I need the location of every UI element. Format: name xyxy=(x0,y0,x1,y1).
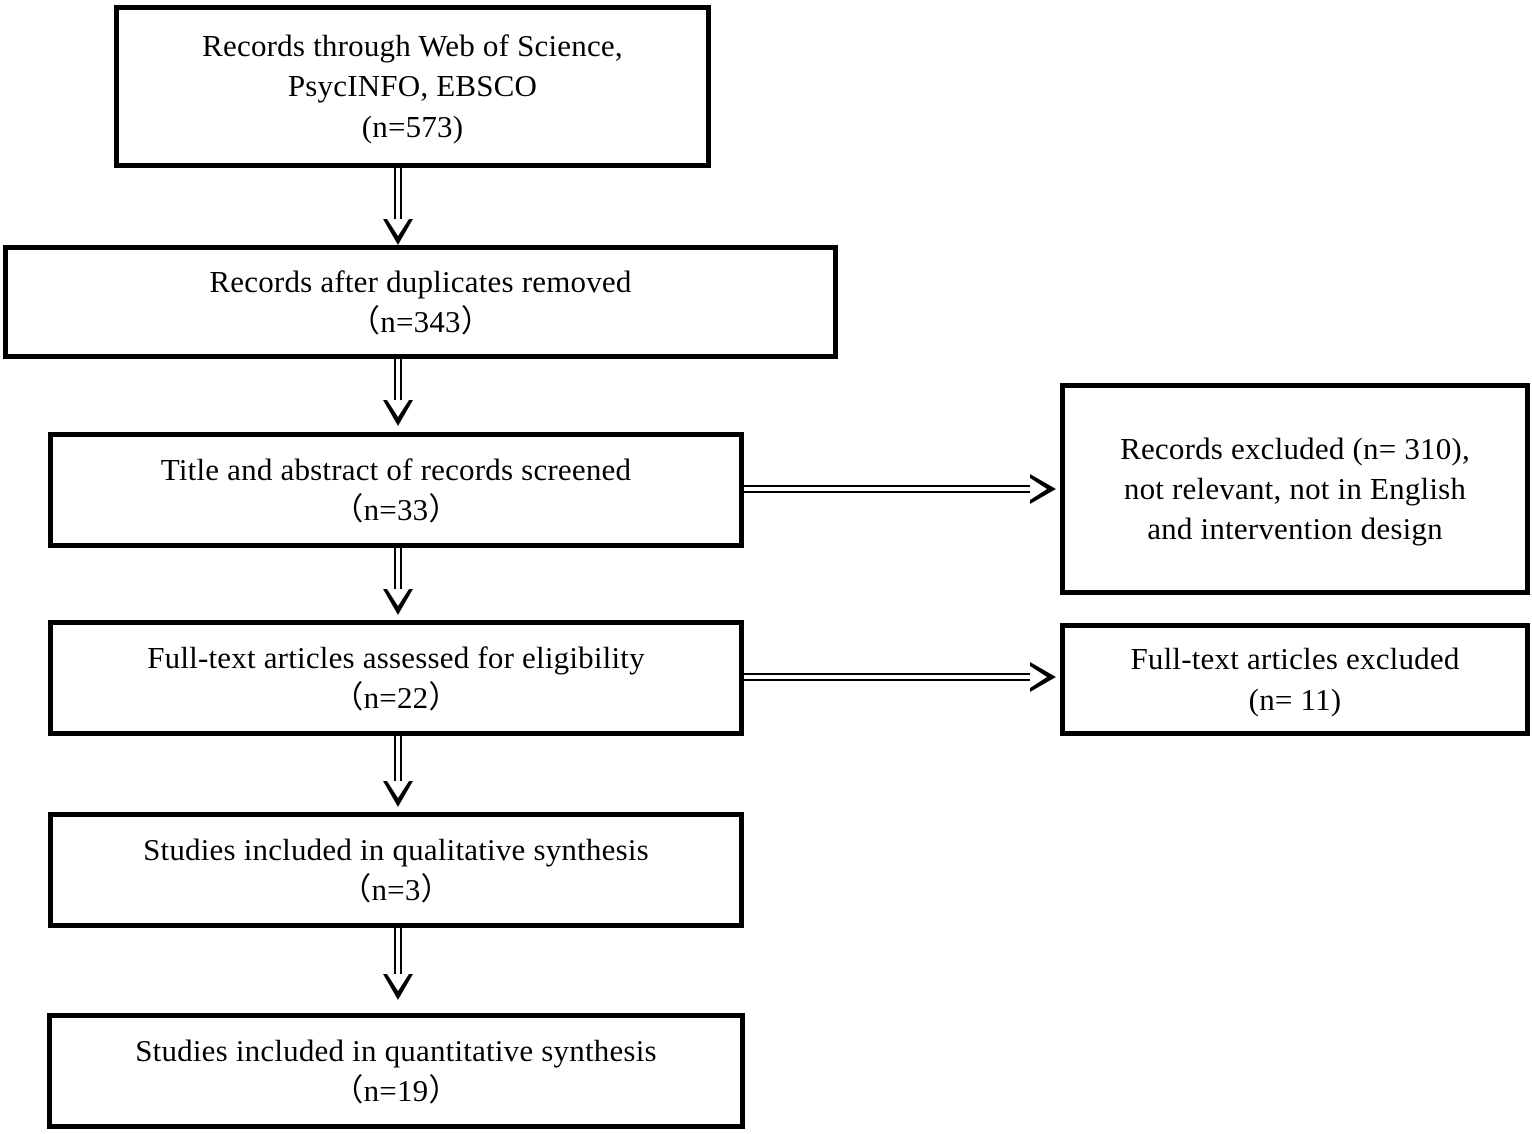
node-fulltext-excluded-label: Full-text articles excluded (n= 11) xyxy=(1130,641,1460,717)
node-records-identified-label: Records through Web of Science, PsycINFO… xyxy=(202,28,623,144)
node-records-excluded-label: Records excluded (n= 310), not relevant,… xyxy=(1120,430,1470,547)
edge-fulltext-to-excluded-arrowhead xyxy=(1030,662,1056,692)
node-qualitative-synthesis: Studies included in qualitative synthesi… xyxy=(48,812,744,928)
node-quantitative-synthesis-label: Studies included in quantitative synthes… xyxy=(135,1032,657,1108)
node-fulltext-assessed: Full-text articles assessed for eligibil… xyxy=(48,620,744,736)
node-records-screened-label: Title and abstract of records screened （… xyxy=(160,451,632,527)
edge-qualitative-to-quantitative-line xyxy=(394,928,402,980)
edge-fulltext-to-excluded-line xyxy=(744,673,1036,681)
node-fulltext-excluded: Full-text articles excluded (n= 11) xyxy=(1060,623,1530,736)
node-records-after-duplicates: Records after duplicates removed （n=343） xyxy=(3,245,838,359)
edge-identified-to-duplicates-arrowhead xyxy=(383,219,413,245)
node-fulltext-assessed-label: Full-text articles assessed for eligibil… xyxy=(147,639,645,715)
edge-screened-to-excluded-line xyxy=(744,485,1036,493)
edge-fulltext-to-qualitative-arrowhead xyxy=(383,781,413,807)
node-records-identified: Records through Web of Science, PsycINFO… xyxy=(114,5,711,168)
edge-qualitative-to-quantitative-arrowhead xyxy=(383,974,413,1000)
edge-screened-to-excluded-arrowhead xyxy=(1030,474,1056,504)
node-quantitative-synthesis: Studies included in quantitative synthes… xyxy=(47,1013,745,1129)
edge-identified-to-duplicates-line xyxy=(394,168,402,226)
edge-fulltext-to-qualitative-line xyxy=(394,736,402,788)
edge-screened-to-fulltext-line xyxy=(394,548,402,596)
node-records-screened: Title and abstract of records screened （… xyxy=(48,432,744,548)
edge-duplicates-to-screened-line xyxy=(394,359,402,405)
node-records-excluded: Records excluded (n= 310), not relevant,… xyxy=(1060,383,1530,595)
edge-duplicates-to-screened-arrowhead xyxy=(383,400,413,426)
node-qualitative-synthesis-label: Studies included in qualitative synthesi… xyxy=(143,831,649,907)
node-records-after-duplicates-label: Records after duplicates removed （n=343） xyxy=(209,263,632,339)
edge-screened-to-fulltext-arrowhead xyxy=(383,589,413,615)
